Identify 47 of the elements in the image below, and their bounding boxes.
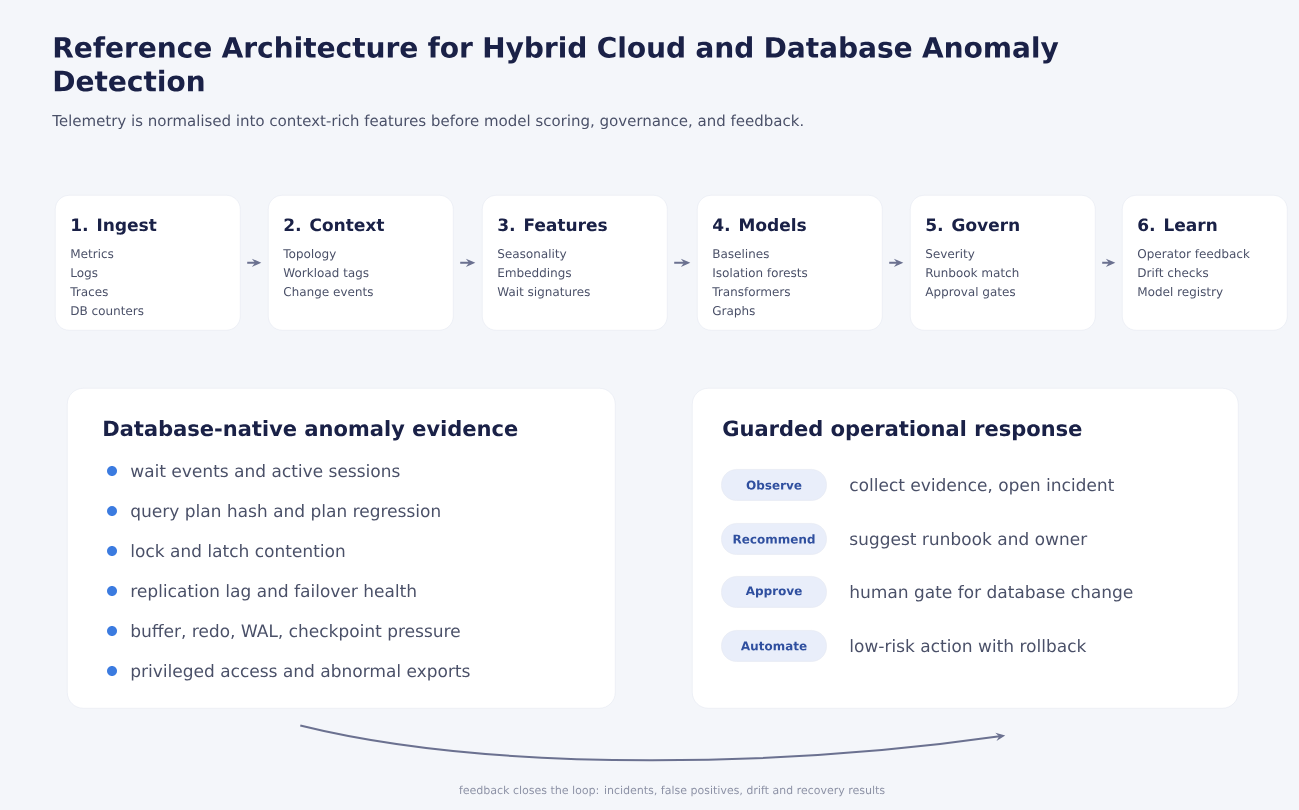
stage-item: Runbook match bbox=[926, 267, 1019, 278]
status-pill: Automate bbox=[721, 630, 827, 662]
bullet-item: buffer, redo, WAL, checkpoint pressure bbox=[107, 624, 460, 641]
stage-item: Baselines bbox=[713, 248, 769, 259]
stage-title: 5. Govern bbox=[926, 218, 1019, 232]
pill-description: collect evidence, open incident bbox=[850, 478, 1114, 495]
bullet-item: lock and latch contention bbox=[107, 544, 345, 558]
stage-item: DB counters bbox=[71, 306, 144, 316]
stage-item: Workload tags bbox=[283, 267, 369, 280]
loop-note: feedback closes the loop: incidents, false positives, drift and recovery results bbox=[459, 785, 885, 797]
diagram-title: Reference Architecture for Hybrid Cloud and Database Anomaly Detection bbox=[54, 36, 1059, 92]
stage-item: Change events bbox=[283, 286, 373, 299]
panel-title: Database-native anomaly evidence bbox=[104, 420, 518, 441]
stage-title: 3. Features bbox=[498, 218, 607, 232]
status-pill: Recommend bbox=[721, 523, 827, 555]
stage-item: Logs bbox=[71, 268, 98, 280]
bullet-item: query plan hash and plan regression bbox=[107, 504, 440, 521]
stage-item: Seasonality bbox=[498, 248, 567, 261]
stage-item: Drift checks bbox=[1138, 267, 1209, 278]
stage-item: Operator feedback bbox=[1137, 248, 1250, 261]
pill-description: human gate for database change bbox=[850, 585, 1133, 602]
stage-title: 4. Models bbox=[713, 218, 806, 232]
stage-item: Approval gates bbox=[925, 286, 1016, 299]
stage-title: 1. Ingest bbox=[72, 218, 157, 235]
stage-item: Metrics bbox=[71, 248, 114, 259]
pill-description: low-risk action with rollback bbox=[850, 639, 1087, 653]
status-pill: Observe bbox=[721, 469, 827, 501]
pill-description: suggest runbook and owner bbox=[850, 532, 1088, 549]
bullet-item: replication lag and failover health bbox=[107, 584, 416, 601]
stage-title: 6. Learn bbox=[1138, 218, 1217, 232]
stage-item: Embeddings bbox=[498, 267, 571, 280]
panel-card bbox=[692, 388, 1239, 709]
stage-item: Transformers bbox=[712, 286, 790, 297]
bullet-item: privileged access and abnormal exports bbox=[107, 664, 470, 681]
panel-card bbox=[67, 388, 616, 709]
stage-item: Severity bbox=[926, 248, 975, 261]
stage-item: Isolation forests bbox=[713, 267, 808, 278]
subtitle: Telemetry is normalised into context-rich features before model scoring, governance, and feedback. bbox=[52, 114, 803, 130]
panel-title: Guarded operational response bbox=[723, 420, 1082, 441]
stage-item: Topology bbox=[283, 248, 336, 261]
status-pill: Approve bbox=[721, 576, 827, 608]
bullet-item: wait events and active sessions bbox=[107, 464, 400, 478]
stage-item: Graphs bbox=[712, 305, 755, 318]
stage-item: Model registry bbox=[1138, 286, 1223, 299]
stage-item: Wait signatures bbox=[497, 286, 590, 299]
stage-item: Traces bbox=[70, 287, 108, 297]
stage-title: 2. Context bbox=[284, 218, 385, 232]
